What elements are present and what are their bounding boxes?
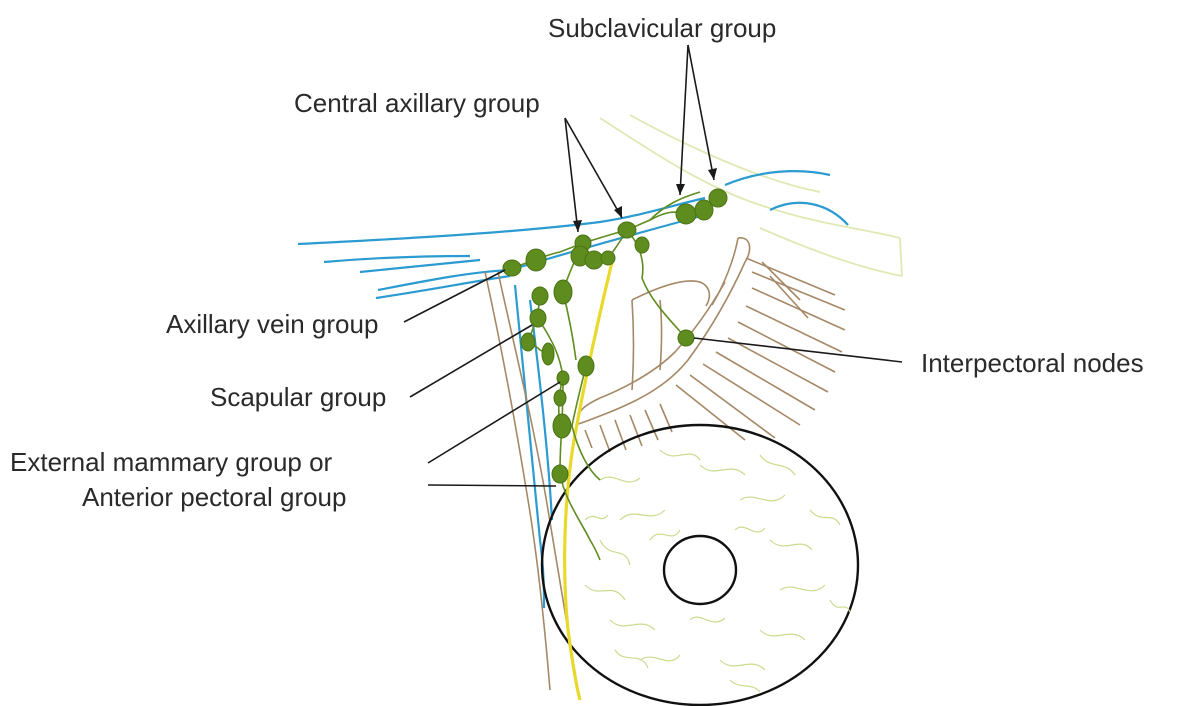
lymph-node [530,309,546,327]
label-anterior-pectoral-group: Anterior pectoral group [82,482,346,512]
lymph-node [601,251,615,265]
central-pointer-b [565,118,622,218]
lymph-node [521,333,535,351]
lymph-node [526,249,546,271]
external-mammary-pointer [428,382,560,463]
lymph-node [554,390,566,406]
lymph-node [709,189,727,207]
lymph-node [678,330,694,346]
lymph-node [676,204,696,224]
lymph-node [542,343,554,365]
label-central-axillary-group: Central axillary group [294,88,540,118]
lymph-node [578,356,594,376]
lymphatic-channels [512,192,718,560]
label-subclavicular-group: Subclavicular group [548,13,776,43]
lymph-node [635,237,649,253]
label-interpectoral-nodes: Interpectoral nodes [921,348,1144,378]
lymph-node [618,222,636,238]
lymph-node [554,280,572,304]
scapular-pointer [410,325,532,397]
subclavicular-pointer-b [688,45,714,180]
lymph-node [552,465,568,483]
lymph-node [553,414,571,438]
label-axillary-vein-group: Axillary vein group [166,309,378,339]
label-scapular-group: Scapular group [210,382,386,412]
anterior-pectoral-pointer [428,485,556,486]
label-external-mammary-group: External mammary group or [10,447,333,477]
central-pointer-a [565,118,578,232]
interpectoral-pointer [694,338,902,362]
lymph-node [532,287,548,305]
lymph-node [585,251,603,269]
nerve-line [565,262,612,700]
lymph-node [503,260,521,276]
